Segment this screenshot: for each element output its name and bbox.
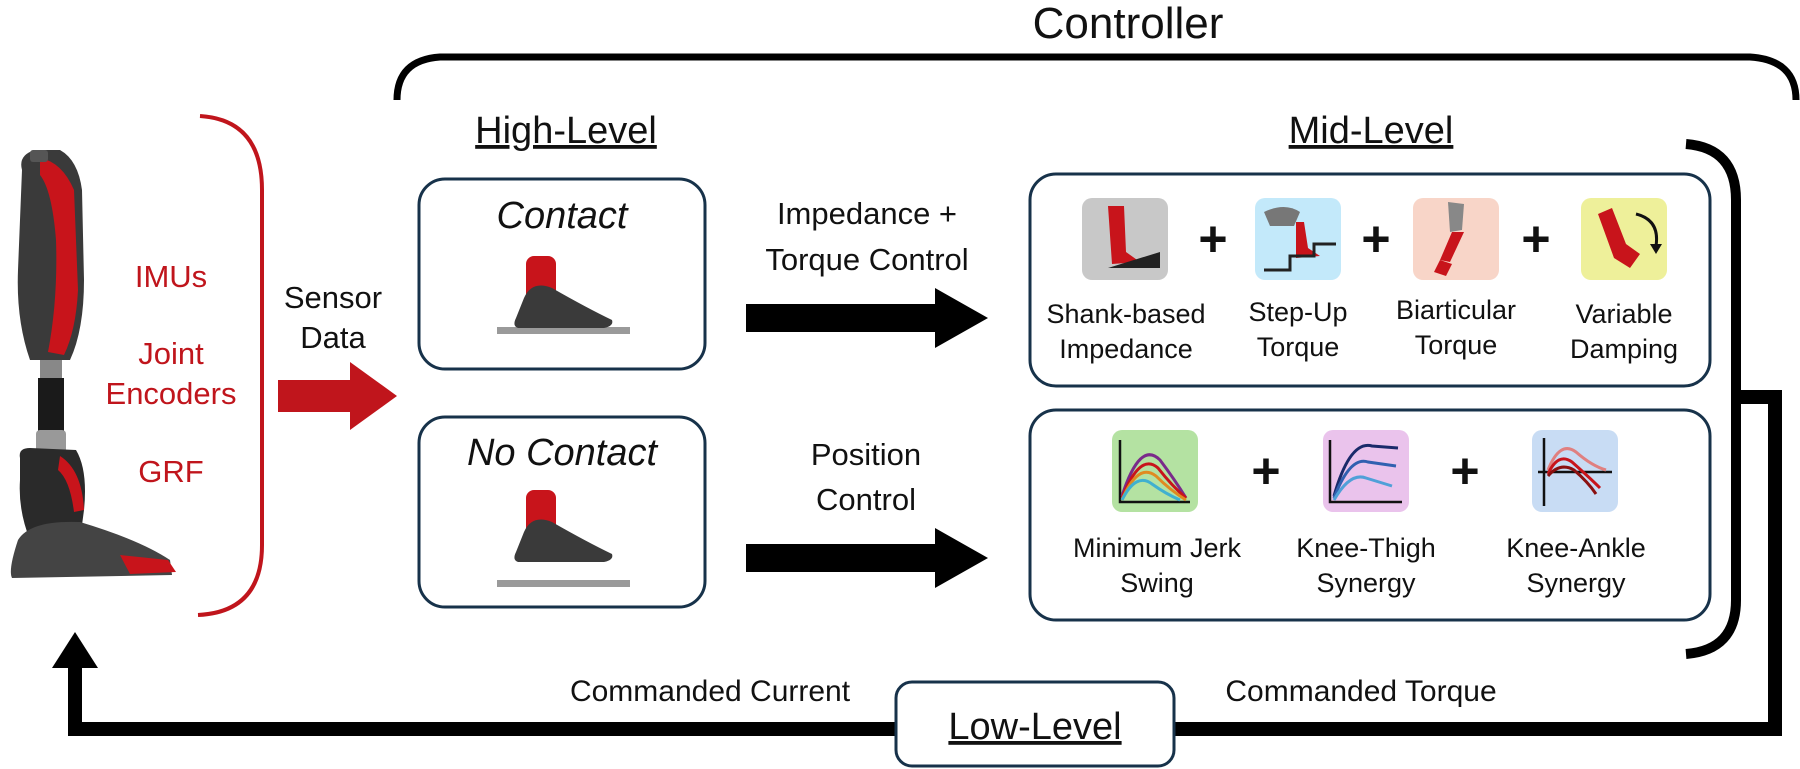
damping-label-1: Variable xyxy=(1575,299,1672,329)
plus-4: + xyxy=(1251,443,1280,499)
impedance-label-1: Impedance + xyxy=(777,196,957,231)
sensor-data-label-1: Sensor xyxy=(284,280,382,315)
contact-label: Contact xyxy=(497,195,629,237)
knee-ankle-label-2: Synergy xyxy=(1526,568,1626,598)
knee-ankle-label-1: Knee-Ankle xyxy=(1506,533,1646,563)
no-contact-ground xyxy=(497,580,630,587)
commanded-current-label: Commanded Current xyxy=(570,675,851,708)
sensor-grf: GRF xyxy=(138,454,203,489)
mid-level-heading: Mid-Level xyxy=(1289,110,1454,152)
controller-title: Controller xyxy=(1033,0,1224,48)
impedance-arrow xyxy=(746,288,988,348)
step-up-label-1: Step-Up xyxy=(1248,297,1347,327)
min-jerk-plot-icon xyxy=(1112,430,1198,512)
tile-knee-thigh-synergy: Knee-Thigh Synergy xyxy=(1296,430,1436,598)
plus-1: + xyxy=(1198,211,1227,267)
impedance-label-2: Torque Control xyxy=(765,242,968,277)
plus-5: + xyxy=(1450,443,1479,499)
controller-bracket xyxy=(393,53,1800,101)
no-contact-box xyxy=(417,415,707,609)
high-level-heading: High-Level xyxy=(475,110,657,152)
knee-thigh-plot-icon xyxy=(1323,430,1409,512)
knee-thigh-label-1: Knee-Thigh xyxy=(1296,533,1436,563)
sensor-data-arrow xyxy=(278,362,397,430)
tile-shank-impedance: Shank-based Impedance xyxy=(1046,198,1206,364)
biarticular-label-2: Torque xyxy=(1415,330,1498,360)
commanded-torque-label: Commanded Torque xyxy=(1225,675,1496,708)
step-up-label-2: Torque xyxy=(1257,332,1340,362)
low-level-label: Low-Level xyxy=(948,706,1121,748)
tile-knee-ankle-synergy: Knee-Ankle Synergy xyxy=(1506,430,1646,598)
feedback-line xyxy=(68,390,1782,736)
low-level-box xyxy=(894,680,1176,768)
mid-level-right-bracket xyxy=(1685,139,1741,659)
position-arrow xyxy=(746,528,988,588)
min-jerk-label-2: Swing xyxy=(1120,568,1194,598)
position-label-2: Control xyxy=(816,482,916,517)
min-jerk-label-1: Minimum Jerk xyxy=(1073,533,1242,563)
sensor-bracket xyxy=(197,114,264,617)
tile-minimum-jerk-swing: Minimum Jerk Swing xyxy=(1073,430,1242,598)
contact-box xyxy=(417,177,707,371)
tile-biarticular-torque: Biarticular Torque xyxy=(1396,198,1516,360)
damping-label-2: Damping xyxy=(1570,334,1678,364)
tile-variable-damping: Variable Damping xyxy=(1570,198,1678,364)
contact-ground xyxy=(497,327,630,334)
biarticular-label-1: Biarticular xyxy=(1396,295,1516,325)
mid-level-top-box xyxy=(1028,172,1712,388)
no-contact-label: No Contact xyxy=(467,432,659,474)
shank-label-2: Impedance xyxy=(1059,334,1193,364)
feedback-arrowhead xyxy=(52,632,98,668)
tile-step-up-torque: Step-Up Torque xyxy=(1248,198,1348,362)
sensor-encoders: Encoders xyxy=(106,376,237,411)
sensor-imus: IMUs xyxy=(135,259,207,294)
knee-thigh-label-2: Synergy xyxy=(1316,568,1416,598)
sensor-joint: Joint xyxy=(138,336,204,371)
prosthesis-illustration xyxy=(10,150,176,578)
plus-3: + xyxy=(1521,211,1550,267)
sensor-data-label-2: Data xyxy=(300,320,366,355)
plus-2: + xyxy=(1361,211,1390,267)
position-label-1: Position xyxy=(811,437,921,472)
shank-label-1: Shank-based xyxy=(1046,299,1205,329)
